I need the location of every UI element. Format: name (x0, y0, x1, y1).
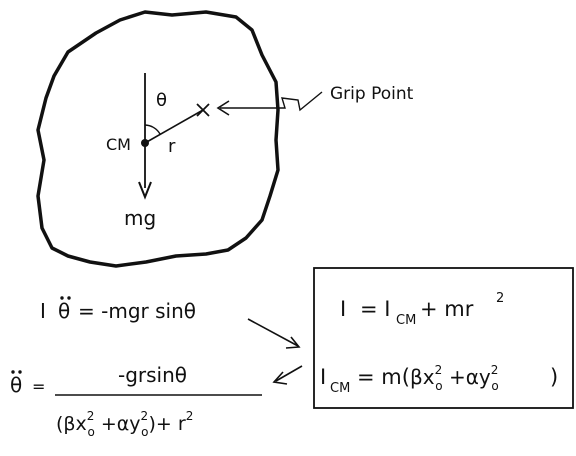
box-line2-rhs: = m( (357, 365, 410, 389)
box-line1-sub: CM (396, 313, 416, 328)
box-line2-end: ) (550, 365, 558, 389)
theta-arc (144, 124, 161, 135)
r-label: r (168, 136, 176, 157)
eq1-rhs: = -mgr sinθ (78, 299, 196, 323)
arrow-box-to-eq2 (275, 365, 303, 382)
box-line2-lhs: I (320, 365, 326, 389)
equation-torque: I θ = -mgr sinθ (40, 296, 196, 323)
eq2-theta: θ (10, 373, 22, 397)
eq2-numerator: -grsinθ (118, 363, 187, 387)
grip-point-marker (196, 103, 210, 117)
gravity-arrow-head (138, 181, 152, 200)
eq2-equals: = (32, 377, 45, 396)
box-line1-exp: 2 (496, 291, 504, 306)
box-line1-tail: + mr (420, 297, 474, 321)
eq1-theta-ddot: θ (58, 299, 70, 323)
arrow-box-to-eq2-head (272, 371, 288, 385)
grip-leader-arrow (216, 100, 230, 116)
mg-label: mg (124, 206, 156, 230)
eq1-inertia-symbol: I (40, 299, 46, 323)
box-line1-rhs: = I (360, 297, 390, 321)
radius-line (144, 109, 204, 144)
cm-label: CM (106, 135, 131, 154)
arrow-eq1-to-box (247, 318, 299, 347)
arrow-eq1-to-box-head (285, 336, 301, 349)
box-line1-lhs: I (340, 297, 346, 321)
inertia-box (313, 267, 574, 409)
box-equation-parallel-axis: I = I CM + mr 2 (340, 291, 504, 328)
grip-point-label: Grip Point (330, 84, 414, 104)
box-line2-sub: CM (330, 381, 350, 396)
theta-label: θ (156, 90, 167, 111)
rigid-body-outline (36, 10, 280, 268)
grip-leader-line (220, 91, 323, 112)
